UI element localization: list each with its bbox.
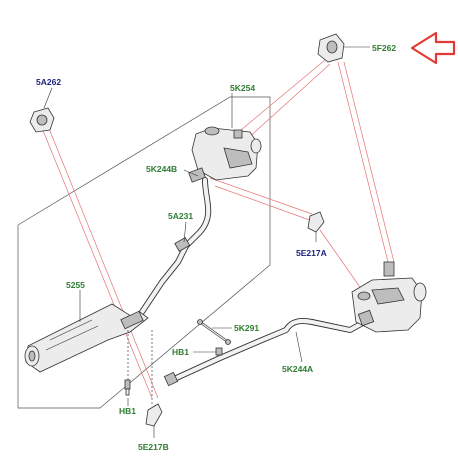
label-5k244a: 5K244A bbox=[282, 364, 313, 374]
reference-lines bbox=[41, 59, 395, 399]
label-hb1-mid: HB1 bbox=[172, 347, 189, 357]
label-5k291: 5K291 bbox=[234, 323, 259, 333]
front-muffler-5255 bbox=[24, 303, 149, 373]
assembly-frame bbox=[17, 96, 271, 409]
rear-pipe-5k244a bbox=[163, 317, 371, 387]
label-5e217a: 5E217A bbox=[296, 248, 327, 258]
support-rod-5k291 bbox=[197, 319, 231, 345]
hanger-bracket-5e217b bbox=[127, 330, 163, 427]
label-5255: 5255 bbox=[66, 280, 85, 290]
insulator-5f262 bbox=[317, 33, 370, 63]
bracket-5e217a bbox=[307, 211, 325, 242]
label-5k254: 5K254 bbox=[230, 83, 255, 93]
label-5a231: 5A231 bbox=[168, 211, 193, 221]
label-hb1-bottom: HB1 bbox=[119, 406, 136, 416]
hanger-hb1-bottom bbox=[124, 379, 131, 396]
intermediate-pipe-5a231 bbox=[139, 177, 212, 315]
label-5e217b: 5E217B bbox=[138, 442, 169, 452]
label-5k244b: 5K244B bbox=[146, 164, 177, 174]
leader-lines bbox=[43, 87, 303, 438]
label-5f262: 5F262 bbox=[372, 43, 396, 53]
hanger-hb1-mid bbox=[215, 347, 223, 356]
rear-muffler-right bbox=[351, 261, 427, 333]
rear-muffler-5k254 bbox=[188, 126, 262, 183]
insulator-5a262 bbox=[29, 107, 55, 133]
highlight-arrow bbox=[410, 31, 456, 65]
label-5a262: 5A262 bbox=[36, 77, 61, 87]
